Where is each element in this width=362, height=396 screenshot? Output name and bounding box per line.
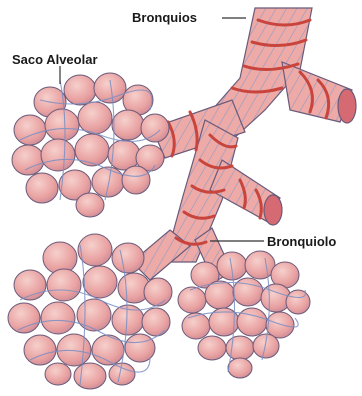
alveolus — [57, 334, 91, 366]
alveolus — [77, 299, 111, 331]
alveolus — [253, 334, 279, 358]
alveolus — [233, 278, 263, 306]
alveolus — [8, 303, 40, 333]
alveolus — [74, 363, 106, 389]
alveolus — [245, 251, 275, 279]
alveolus — [178, 287, 206, 313]
alveolus — [64, 75, 96, 105]
label-bronquiolo: Bronquiolo — [267, 235, 336, 248]
alveolus — [14, 115, 46, 145]
alveolus — [286, 290, 310, 314]
alveolus — [112, 243, 144, 273]
alveolus — [78, 102, 112, 134]
alveolus — [41, 139, 75, 171]
alveolus — [122, 166, 150, 194]
side-bronchus-lumen — [264, 195, 282, 225]
alveolus — [142, 308, 170, 336]
alveolus — [205, 281, 235, 309]
alveolus — [198, 336, 226, 360]
label-saco-alveolar: Saco Alveolar — [12, 53, 98, 66]
alveolus — [125, 334, 155, 362]
right-bronchus-lumen — [338, 89, 356, 123]
alveolus — [26, 173, 58, 203]
alveolus — [45, 363, 71, 385]
alveolus — [12, 145, 44, 175]
alveolar-sac-upper — [12, 73, 169, 217]
alveolus — [41, 302, 75, 334]
alveolus — [92, 167, 124, 197]
label-bronquios: Bronquios — [132, 11, 197, 24]
alveolus — [78, 234, 112, 266]
alveolus — [217, 252, 247, 280]
alveolus — [237, 308, 267, 336]
alveolus — [109, 363, 135, 385]
alveolus — [228, 358, 252, 378]
alveolus — [47, 269, 81, 301]
alveolus — [76, 193, 104, 217]
alveolar-sac-lower-right — [178, 251, 310, 378]
alveolus — [112, 110, 144, 140]
alveolus — [182, 313, 210, 339]
alveolus — [75, 134, 109, 166]
alveolus — [141, 114, 169, 142]
alveolus — [45, 109, 79, 141]
alveolus — [144, 278, 172, 306]
alveolus — [83, 266, 117, 298]
alveolus — [24, 335, 56, 365]
